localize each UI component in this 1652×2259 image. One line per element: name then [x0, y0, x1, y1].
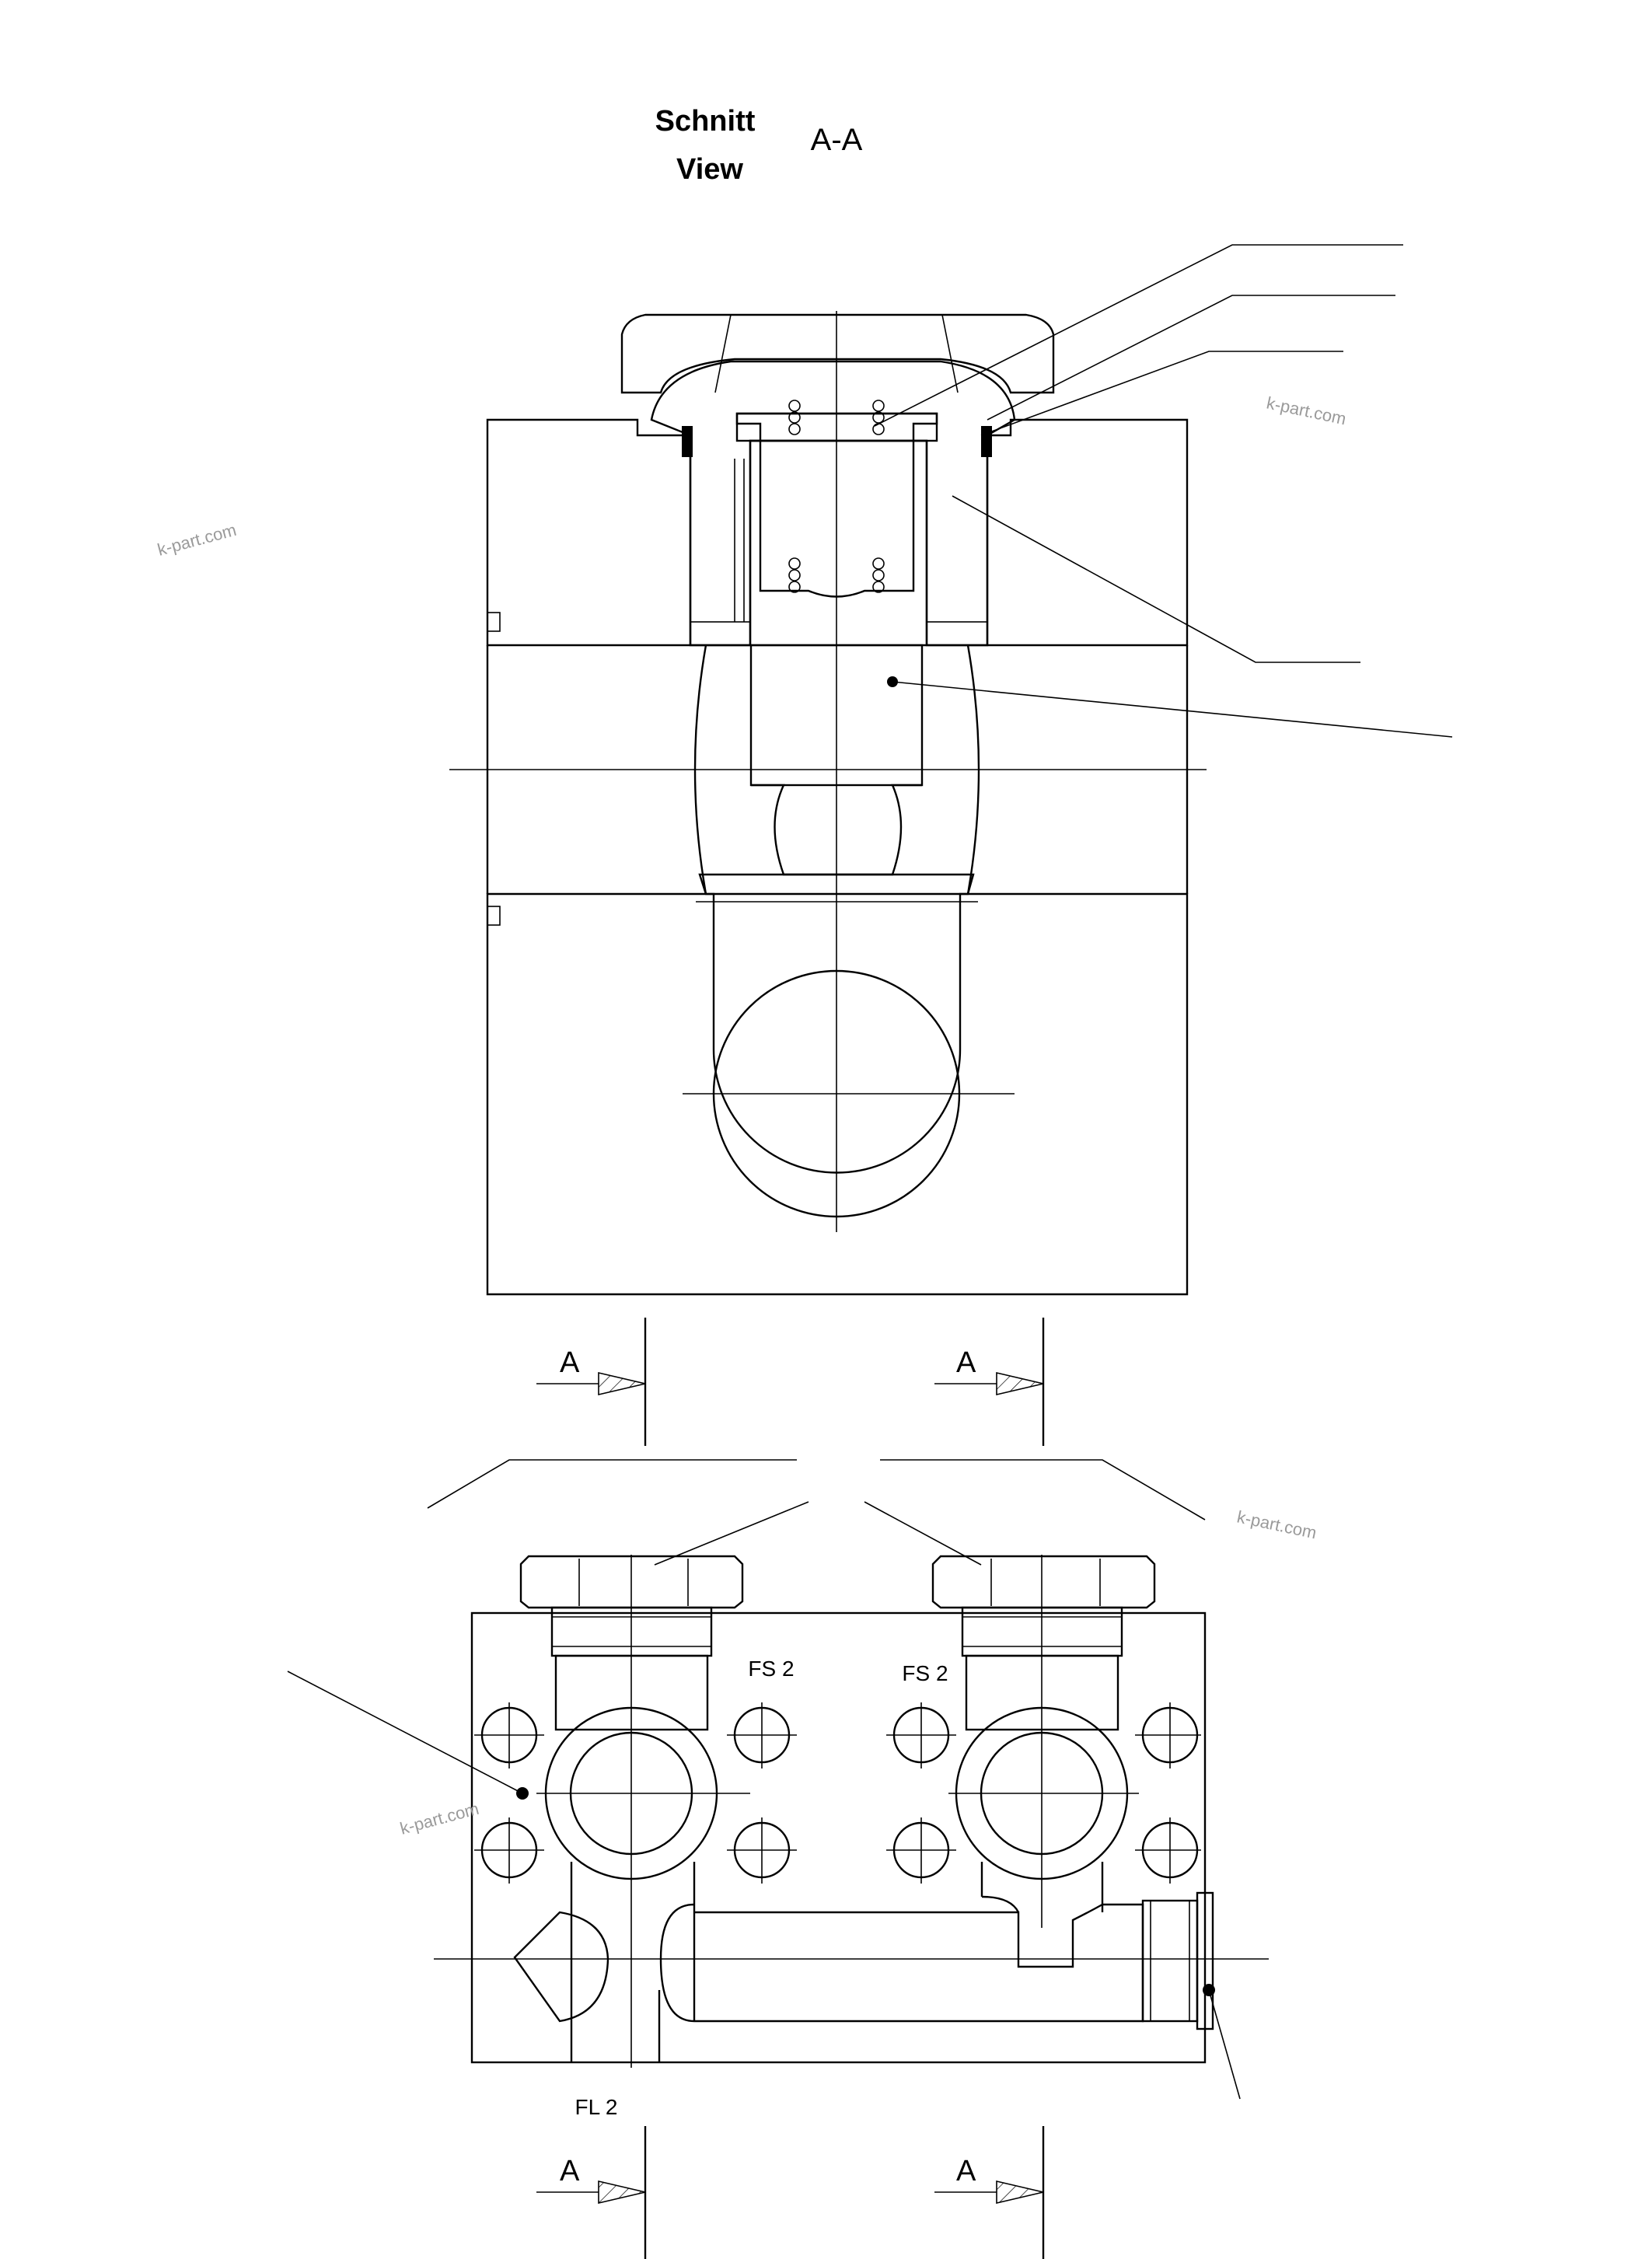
- valve-block-plan: [470, 1611, 1207, 2064]
- section-markers-lower: A A: [536, 2126, 1045, 2259]
- section-label: A-A: [811, 123, 863, 157]
- bolt-holes: [474, 1702, 1201, 1884]
- cap-plug-section: [650, 360, 1016, 647]
- drawing-title: Schnitt View A-A: [655, 105, 863, 186]
- seal-left: [682, 426, 693, 457]
- plan-center-lines: [434, 1555, 1269, 2068]
- lower-body-section: [486, 892, 1189, 1296]
- hex-cap-head: [620, 313, 1055, 394]
- right-hex-plug: [931, 1555, 1156, 1731]
- watermark-3: k-part.com: [1235, 1507, 1318, 1542]
- plan-view: FS 2 FS 2 FL 2: [287, 1459, 1269, 2119]
- section-marker-a-3: A: [560, 2155, 580, 2187]
- section-marker-a-1: A: [560, 1346, 580, 1379]
- connecting-channel: [513, 1891, 1214, 2062]
- section-marker-a-4: A: [956, 2155, 976, 2187]
- port-label-fs2-right: FS 2: [902, 1661, 948, 1685]
- watermarks: k-part.com k-part.com k-part.com k-part.…: [155, 393, 1348, 1838]
- section-marker-a-2: A: [956, 1346, 976, 1379]
- watermark-4: k-part.com: [398, 1799, 481, 1838]
- port-label-fs2-left: FS 2: [748, 1657, 794, 1681]
- watermark-1: k-part.com: [155, 520, 239, 560]
- upper-body-section: [486, 418, 1189, 647]
- watermark-2: k-part.com: [1265, 393, 1348, 428]
- section-markers-upper: A A: [536, 1318, 1045, 1446]
- seal-right: [981, 426, 992, 457]
- title-line-schnitt: Schnitt: [655, 105, 756, 138]
- port-label-fl2: FL 2: [575, 2095, 618, 2119]
- title-line-view: View: [676, 153, 743, 186]
- section-view: [449, 244, 1453, 1296]
